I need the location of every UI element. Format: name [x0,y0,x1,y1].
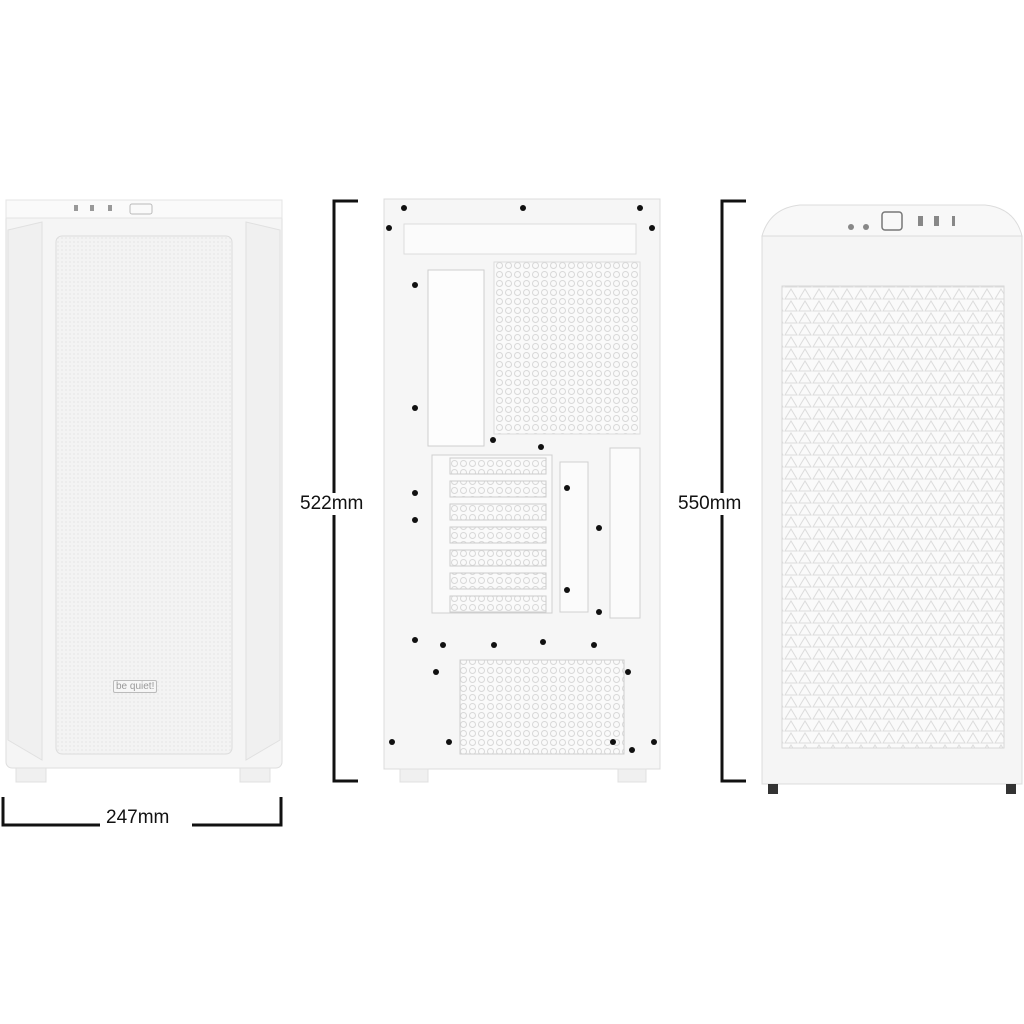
rear-view-case [383,198,661,783]
rear-height-label: 522mm [298,493,366,515]
front-view-case [5,199,283,783]
front-height-label: 550mm [676,493,744,515]
front-mesh-view-case [761,204,1023,794]
width-dimension-line [1,797,283,827]
width-label: 247mm [104,807,172,829]
rear-height-dimension-line [332,199,358,783]
brand-logo: be quiet! [113,680,158,693]
front-height-dimension-line [720,199,746,783]
